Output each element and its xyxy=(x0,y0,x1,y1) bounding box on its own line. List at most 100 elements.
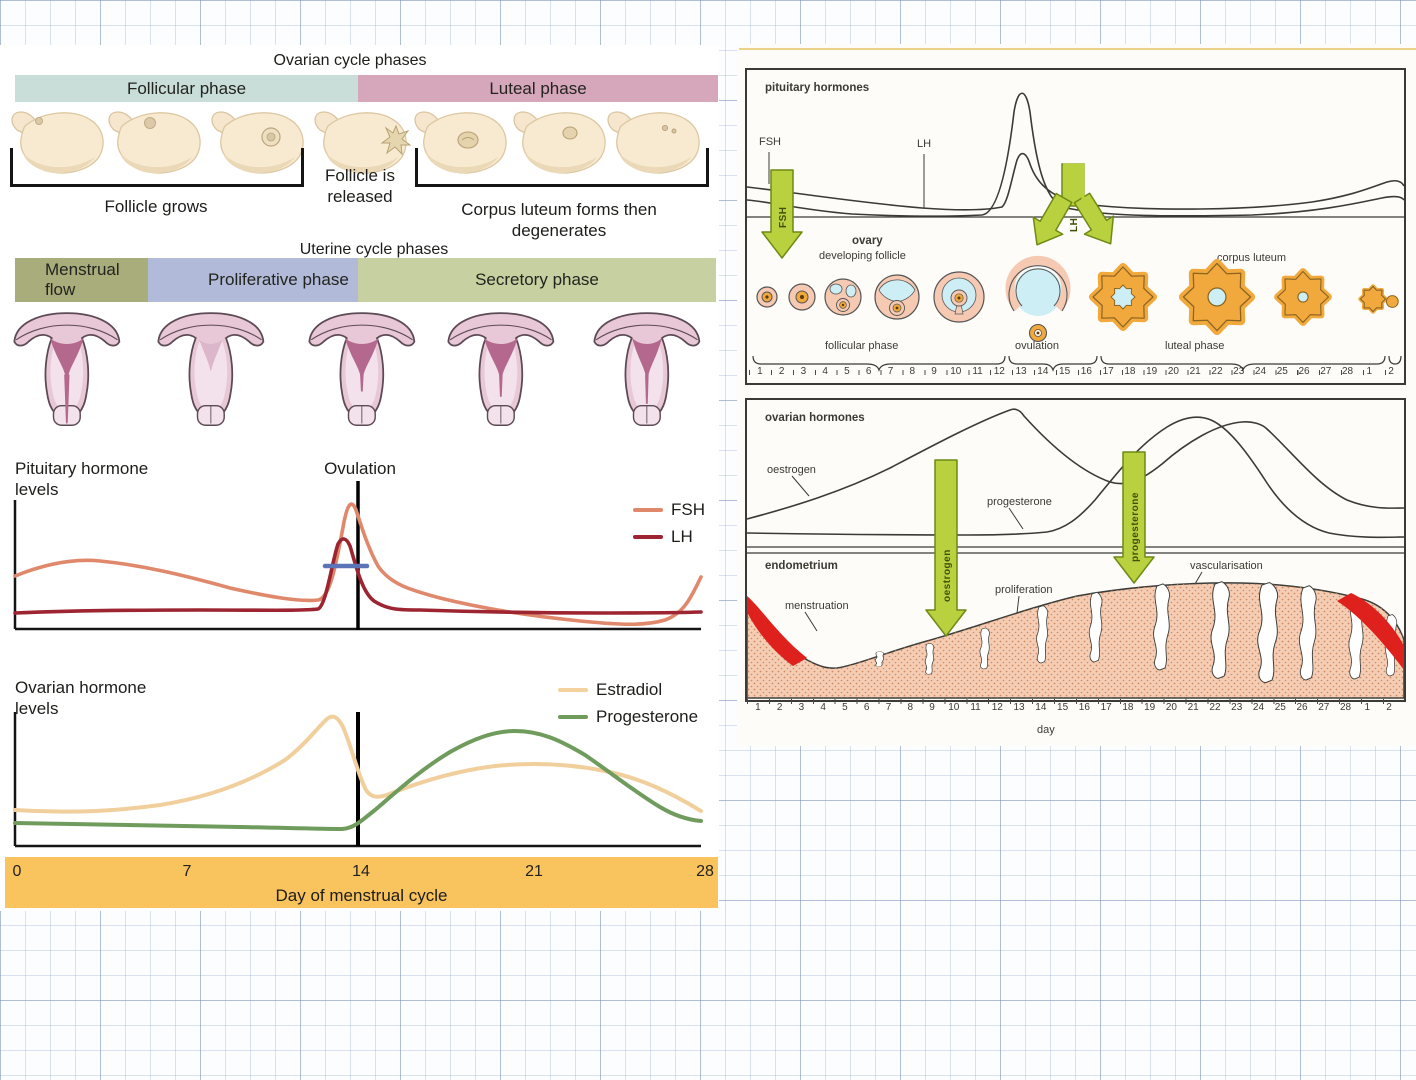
corpus-luteum-caption: Corpus luteum forms then degenerates xyxy=(461,200,657,241)
fsh-legend-label: FSH xyxy=(671,500,705,519)
day-tick-label: 21 xyxy=(1187,702,1199,713)
day-tick-label: 15 xyxy=(1057,702,1069,713)
day-tick-label: 4 xyxy=(822,366,828,377)
day-axis-caption: day xyxy=(1037,724,1055,736)
follicular-phase-band: Follicular phase xyxy=(15,75,358,102)
day-tick-label: 24 xyxy=(1252,702,1265,713)
luteal-phase-band: Luteal phase xyxy=(358,75,718,102)
pituitary-hormone-chart xyxy=(13,481,703,631)
day-tick-label: 6 xyxy=(865,366,872,377)
luteal-phase-label: luteal phase xyxy=(1165,340,1225,352)
endometrium-axis-tickmarks xyxy=(747,699,1400,704)
progesterone-legend-row: Progesterone xyxy=(558,706,698,727)
day-tick-label: 20 xyxy=(1165,702,1177,713)
lh-arrow-label: LH xyxy=(1069,218,1080,232)
progesterone-arrow-label: progesterone xyxy=(1130,492,1141,562)
follicle-grows-label: Follicle grows xyxy=(104,197,208,216)
ovulation-phase-label: ovulation xyxy=(1015,340,1060,352)
day-tick-label: 12 xyxy=(993,366,1005,377)
oestrogen-action-arrow: oestrogen xyxy=(925,459,967,637)
ovarian-legend: Estradiol Progesterone xyxy=(558,679,698,728)
day-tick-label: 28 xyxy=(1339,702,1352,713)
day-tick-label: 9 xyxy=(929,702,935,713)
day-tick-0: 0 xyxy=(12,863,22,880)
uterine-cycle-title: Uterine cycle phases xyxy=(299,241,449,258)
lh-curve-label: LH xyxy=(917,138,932,150)
corpus-luteum-bracket xyxy=(415,148,709,187)
follicle-grows-bracket xyxy=(10,148,304,187)
scan-lh-curve xyxy=(746,92,1405,217)
hormones-endometrium-graphics: oestrogen progesterone xyxy=(746,408,1405,699)
day-tick-label: 14 xyxy=(1037,366,1049,377)
day-tick-label: 16 xyxy=(1080,366,1092,377)
proliferative-phase-band: Proliferative phase xyxy=(148,258,358,302)
day-tick-label: 24 xyxy=(1254,366,1267,377)
follicle-stage-2 xyxy=(788,283,816,311)
day-tick-label: 6 xyxy=(863,702,870,713)
day-tick-label: 22 xyxy=(1211,366,1223,377)
progesterone-curve-label: progesterone xyxy=(987,496,1052,508)
day-tick-label: 19 xyxy=(1146,366,1158,377)
day-tick-label: 17 xyxy=(1100,702,1112,713)
day-tick-label: 11 xyxy=(970,702,981,713)
lh-legend-swatch xyxy=(633,534,663,539)
day-tick-21: 21 xyxy=(525,863,543,880)
proliferation-label: proliferation xyxy=(995,584,1053,596)
day-tick-label: 9 xyxy=(931,366,937,377)
day-tick-label: 16 xyxy=(1078,702,1090,713)
day-tick-label: 2 xyxy=(776,702,783,713)
menstrual-flow-band: Menstrual flow xyxy=(15,258,148,302)
day-tick-label: 13 xyxy=(1015,366,1027,377)
day-tick-label: 8 xyxy=(909,366,916,377)
ovulation-label: Ovulation xyxy=(324,459,396,478)
estradiol-legend-row: Estradiol xyxy=(558,679,698,700)
follicle-stage-1 xyxy=(756,286,778,308)
day-tick-label: 22 xyxy=(1209,702,1221,713)
ovary-label: ovary xyxy=(852,235,883,247)
scan-oestrogen-curve xyxy=(746,408,1405,520)
day-tick-label: 18 xyxy=(1124,366,1136,377)
scan-progesterone-curve xyxy=(746,416,1405,539)
day-tick-label: 3 xyxy=(798,702,805,713)
day-tick-label: 1 xyxy=(1364,702,1371,713)
corpus-luteum-2 xyxy=(1183,263,1250,330)
fsh-legend-swatch xyxy=(633,507,663,512)
ovarian-hormones-title: ovarian hormones xyxy=(765,412,865,424)
day-tick-label: 5 xyxy=(844,366,850,377)
follicle-released-label: Follicle is released xyxy=(325,166,395,207)
day-tick-label: 4 xyxy=(820,702,826,713)
progesterone-legend-swatch xyxy=(558,714,588,719)
follicle-stages-illustration xyxy=(11,111,700,174)
day-tick-label: 26 xyxy=(1298,366,1310,377)
progesterone-curve xyxy=(13,728,703,832)
day-tick-label: 18 xyxy=(1122,702,1134,713)
day-tick-label: 28 xyxy=(1341,366,1354,377)
pituitary-panel-title: pituitary hormones xyxy=(765,82,870,94)
day-tick-label: 5 xyxy=(842,702,848,713)
day-tick-label: 23 xyxy=(1233,366,1245,377)
day-tick-label: 20 xyxy=(1167,366,1179,377)
day-tick-label: 2 xyxy=(778,366,785,377)
day-tick-label: 12 xyxy=(991,702,1003,713)
day-tick-label: 21 xyxy=(1189,366,1201,377)
day-tick-label: 2 xyxy=(1386,702,1392,713)
pituitary-ovary-graphics: FSH LH xyxy=(746,92,1405,372)
menstruation-right xyxy=(1337,593,1404,670)
oestrogen-arrow-label: oestrogen xyxy=(942,549,953,602)
day-tick-label: 10 xyxy=(950,366,962,377)
day-axis-band: 0 7 14 21 28 Day of menstrual cycle xyxy=(5,857,718,908)
estradiol-curve xyxy=(13,714,703,814)
lh-legend-row: LH xyxy=(633,526,705,547)
day-tick-label: 10 xyxy=(948,702,960,713)
progesterone-action-arrow: progesterone xyxy=(1113,451,1155,584)
day-tick-label: 1 xyxy=(757,366,763,377)
day-tick-label: 15 xyxy=(1059,366,1071,377)
secretory-phase-band: Secretory phase xyxy=(358,258,716,302)
day-tick-label: 23 xyxy=(1231,702,1243,713)
endometrium-title: endometrium xyxy=(765,560,838,572)
fsh-action-arrow: FSH xyxy=(761,169,803,259)
ovarian-cycle-title: Ovarian cycle phases xyxy=(273,52,427,69)
day-tick-label: 1 xyxy=(1366,366,1373,377)
menstruation-left xyxy=(747,596,807,666)
